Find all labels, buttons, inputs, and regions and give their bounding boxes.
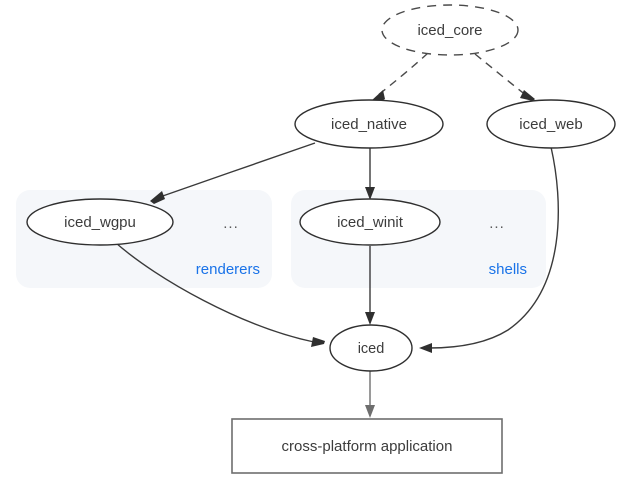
arrow-head-icon xyxy=(150,191,165,204)
arrow-head-icon xyxy=(365,187,375,200)
edge-line xyxy=(376,52,429,97)
node-iced-web[interactable]: iced_web xyxy=(486,99,616,149)
cluster-shells-label: shells xyxy=(489,261,527,278)
node-iced-shape[interactable] xyxy=(329,324,413,372)
node-iced-native[interactable]: iced_native xyxy=(294,99,444,149)
arrow-head-icon xyxy=(520,90,535,101)
node-iced-web-label: iced_web xyxy=(519,116,582,133)
node-renderers-more-label: ... xyxy=(223,215,239,232)
node-iced-winit-label: iced_winit xyxy=(337,214,404,231)
edge-line xyxy=(156,142,316,199)
node-application-label: cross-platform application xyxy=(282,438,453,455)
node-iced[interactable]: iced xyxy=(329,324,413,372)
arrow-head-icon xyxy=(419,343,432,353)
edge-iced-winit-to-iced xyxy=(365,246,375,325)
edge-iced-to-application xyxy=(365,371,375,418)
node-iced-wgpu-shape[interactable] xyxy=(26,198,174,246)
node-iced-label: iced xyxy=(358,341,385,357)
edge-iced-core-to-iced-native xyxy=(371,52,429,103)
node-iced-wgpu-label: iced_wgpu xyxy=(64,214,136,231)
node-application-shape[interactable] xyxy=(231,418,503,474)
edge-line xyxy=(474,53,528,97)
node-iced-native-label: iced_native xyxy=(331,116,407,133)
arrow-head-icon xyxy=(365,405,375,418)
node-shells-more-label: ... xyxy=(489,215,505,232)
node-iced-core[interactable]: iced_core xyxy=(381,4,519,56)
cluster-renderers-label: renderers xyxy=(196,261,260,278)
node-iced-winit[interactable]: iced_winit xyxy=(299,198,441,246)
node-iced-core-shape[interactable] xyxy=(381,4,519,56)
edge-iced-native-to-iced-wgpu xyxy=(150,142,316,204)
edge-iced-wgpu-to-iced xyxy=(115,242,325,347)
arrow-head-icon xyxy=(311,337,325,347)
edge-iced-native-to-iced-winit xyxy=(365,148,375,200)
edge-iced-web-to-iced xyxy=(419,146,559,353)
node-iced-native-shape[interactable] xyxy=(294,99,444,149)
edge-line xyxy=(428,146,559,349)
node-shells-more: ... xyxy=(489,215,505,232)
arrow-head-icon xyxy=(365,312,375,325)
node-application[interactable]: cross-platform application xyxy=(231,418,503,474)
node-iced-winit-shape[interactable] xyxy=(299,198,441,246)
node-iced-core-label: iced_core xyxy=(417,22,482,39)
edge-line xyxy=(115,242,315,343)
edge-iced-core-to-iced-web xyxy=(474,53,535,101)
node-iced-web-shape[interactable] xyxy=(486,99,616,149)
node-iced-wgpu[interactable]: iced_wgpu xyxy=(26,198,174,246)
node-renderers-more: ... xyxy=(223,215,239,232)
